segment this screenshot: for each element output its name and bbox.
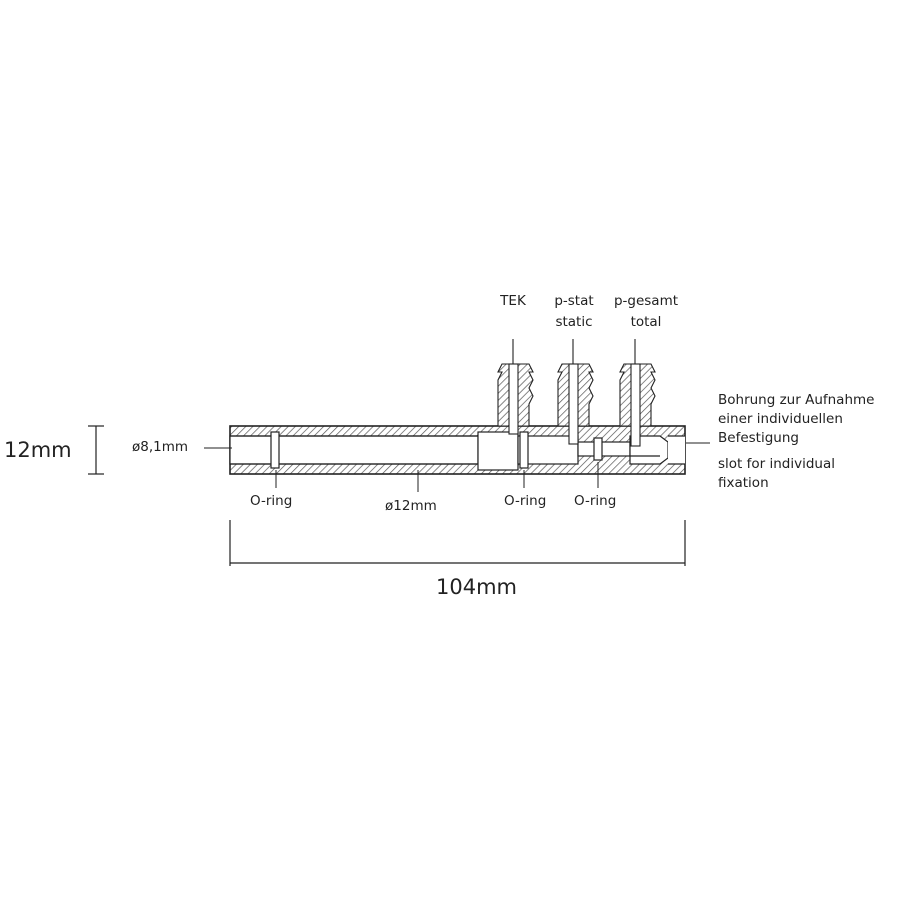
o-ring-middle-label: O-ring bbox=[504, 493, 547, 509]
slot-en-line-1: slot for individual bbox=[718, 456, 835, 472]
o-ring-left-label: O-ring bbox=[250, 493, 293, 509]
height-dimension-label: 12mm bbox=[4, 438, 72, 462]
inner-diameter-label: ø8,1mm bbox=[132, 439, 189, 455]
outer-diameter-label: ø12mm bbox=[385, 498, 437, 514]
nozzle-static bbox=[557, 339, 594, 445]
port-tek-label: TEK bbox=[500, 293, 526, 309]
length-dimension-label: 104mm bbox=[436, 575, 517, 599]
port-static-en-label: static bbox=[555, 314, 593, 330]
tube-body bbox=[229, 425, 686, 475]
bore-de-line-2: einer individuellen bbox=[718, 411, 843, 427]
port-static-de-label: p-stat bbox=[554, 293, 594, 309]
nozzle-total bbox=[619, 339, 656, 447]
slot-en-line-2: fixation bbox=[718, 475, 769, 491]
o-ring-grooves bbox=[270, 431, 603, 469]
port-total-de-label: p-gesamt bbox=[613, 293, 679, 309]
bore-de-line-3: Befestigung bbox=[718, 430, 799, 446]
bore-de-line-1: Bohrung zur Aufnahme bbox=[718, 392, 875, 408]
o-ring-right-label: O-ring bbox=[574, 493, 617, 509]
length-dimension bbox=[229, 520, 686, 566]
nozzle-tek bbox=[497, 339, 534, 435]
height-dimension bbox=[88, 425, 104, 475]
port-total-en-label: total bbox=[630, 314, 662, 330]
leader-lines bbox=[204, 442, 710, 492]
